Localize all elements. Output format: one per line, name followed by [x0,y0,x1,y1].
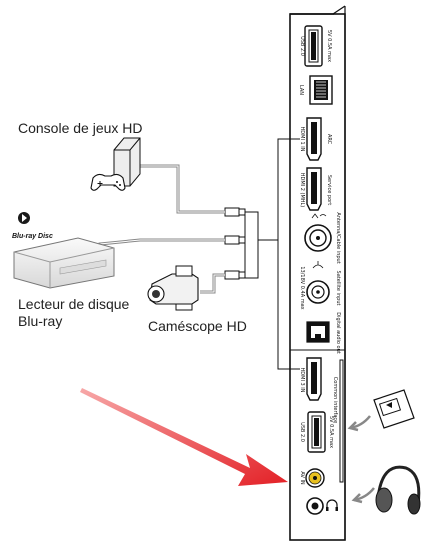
bluray-cable [98,238,225,272]
insert-arrows [347,415,375,504]
camcorder-cable [200,273,225,294]
headphone-jack[interactable] [306,497,338,515]
av-coax-port[interactable]: Antenna/Cable input [304,212,341,264]
usb2-label: USB 2.0 [299,422,305,442]
hdmi2-sub-label: Service port [326,175,332,205]
bluray-logo-text: Blu-ray Disc [12,233,53,240]
hdmi3-label: HDMI 3 IN [299,368,305,393]
connection-bracket [258,138,300,370]
hdmi-port-3[interactable]: HDMI 3 IN [299,357,322,401]
usb1-sub-label: 5V 0.5A max [326,30,332,62]
bluray-disc-logo: Blu-ray Disc [12,212,53,240]
usb2-sub-label: 5V 0.5A max [328,416,334,448]
bluray-label-line2: Blu-ray [18,313,63,329]
satellite-sub-label: 13/18V 0.4A max [299,266,305,309]
common-interface-slot[interactable]: Common interface [332,359,344,483]
lan-port[interactable]: LAN [298,75,333,105]
ci-label: Common interface [332,377,338,423]
bluray-label-line1: Lecteur de disque [18,296,130,312]
satellite-label: Satellite input [335,271,341,306]
rca-plug-1 [224,207,246,217]
satellite-dish-icon [312,261,324,269]
rca-av-in-port[interactable]: AV IN [299,468,325,488]
headphone-symbol-icon [326,499,338,509]
optical-label: Digital audio out [335,312,341,353]
rca-label: AV IN [299,471,305,485]
headphones-icon [375,465,421,515]
hdmi1-sub-label: ARC [326,134,332,145]
console-label: Console de jeux HD [18,120,143,136]
rca-plug-stack [224,207,259,280]
camcorder-label: Caméscope HD [148,318,247,334]
usb-port-2[interactable]: USB 2.0 5V 0.5A max [299,411,334,453]
av-label: Antenna/Cable input [335,212,341,263]
lan-label: LAN [298,85,304,95]
hdmi2-label: HDMI 2 (MHL) [299,173,305,208]
rca-plug-2 [224,235,246,245]
satellite-port[interactable]: Satellite input 13/18V 0.4A max [299,261,341,310]
hdmi-port-1[interactable]: HDMI 1 IN ARC [299,117,332,161]
antenna-icon [311,213,327,219]
usb1-label: USB 2.0 [299,36,305,56]
common-interface-card-icon [373,389,415,429]
camcorder-icon [147,265,199,311]
hdmi-port-2[interactable]: HDMI 2 (MHL) Service port [299,167,332,211]
highlight-arrow [80,388,288,486]
bluray-player-icon: Blu-ray Disc [12,212,115,289]
game-console-icon [90,137,141,191]
hdmi1-label: HDMI 1 IN [299,127,305,152]
gamepad-icon [90,173,126,191]
rca-plug-3 [224,270,246,280]
usb-port-1[interactable]: USB 2.0 5V 0.5A max [299,25,332,67]
optical-port[interactable]: Digital audio out [306,312,341,354]
